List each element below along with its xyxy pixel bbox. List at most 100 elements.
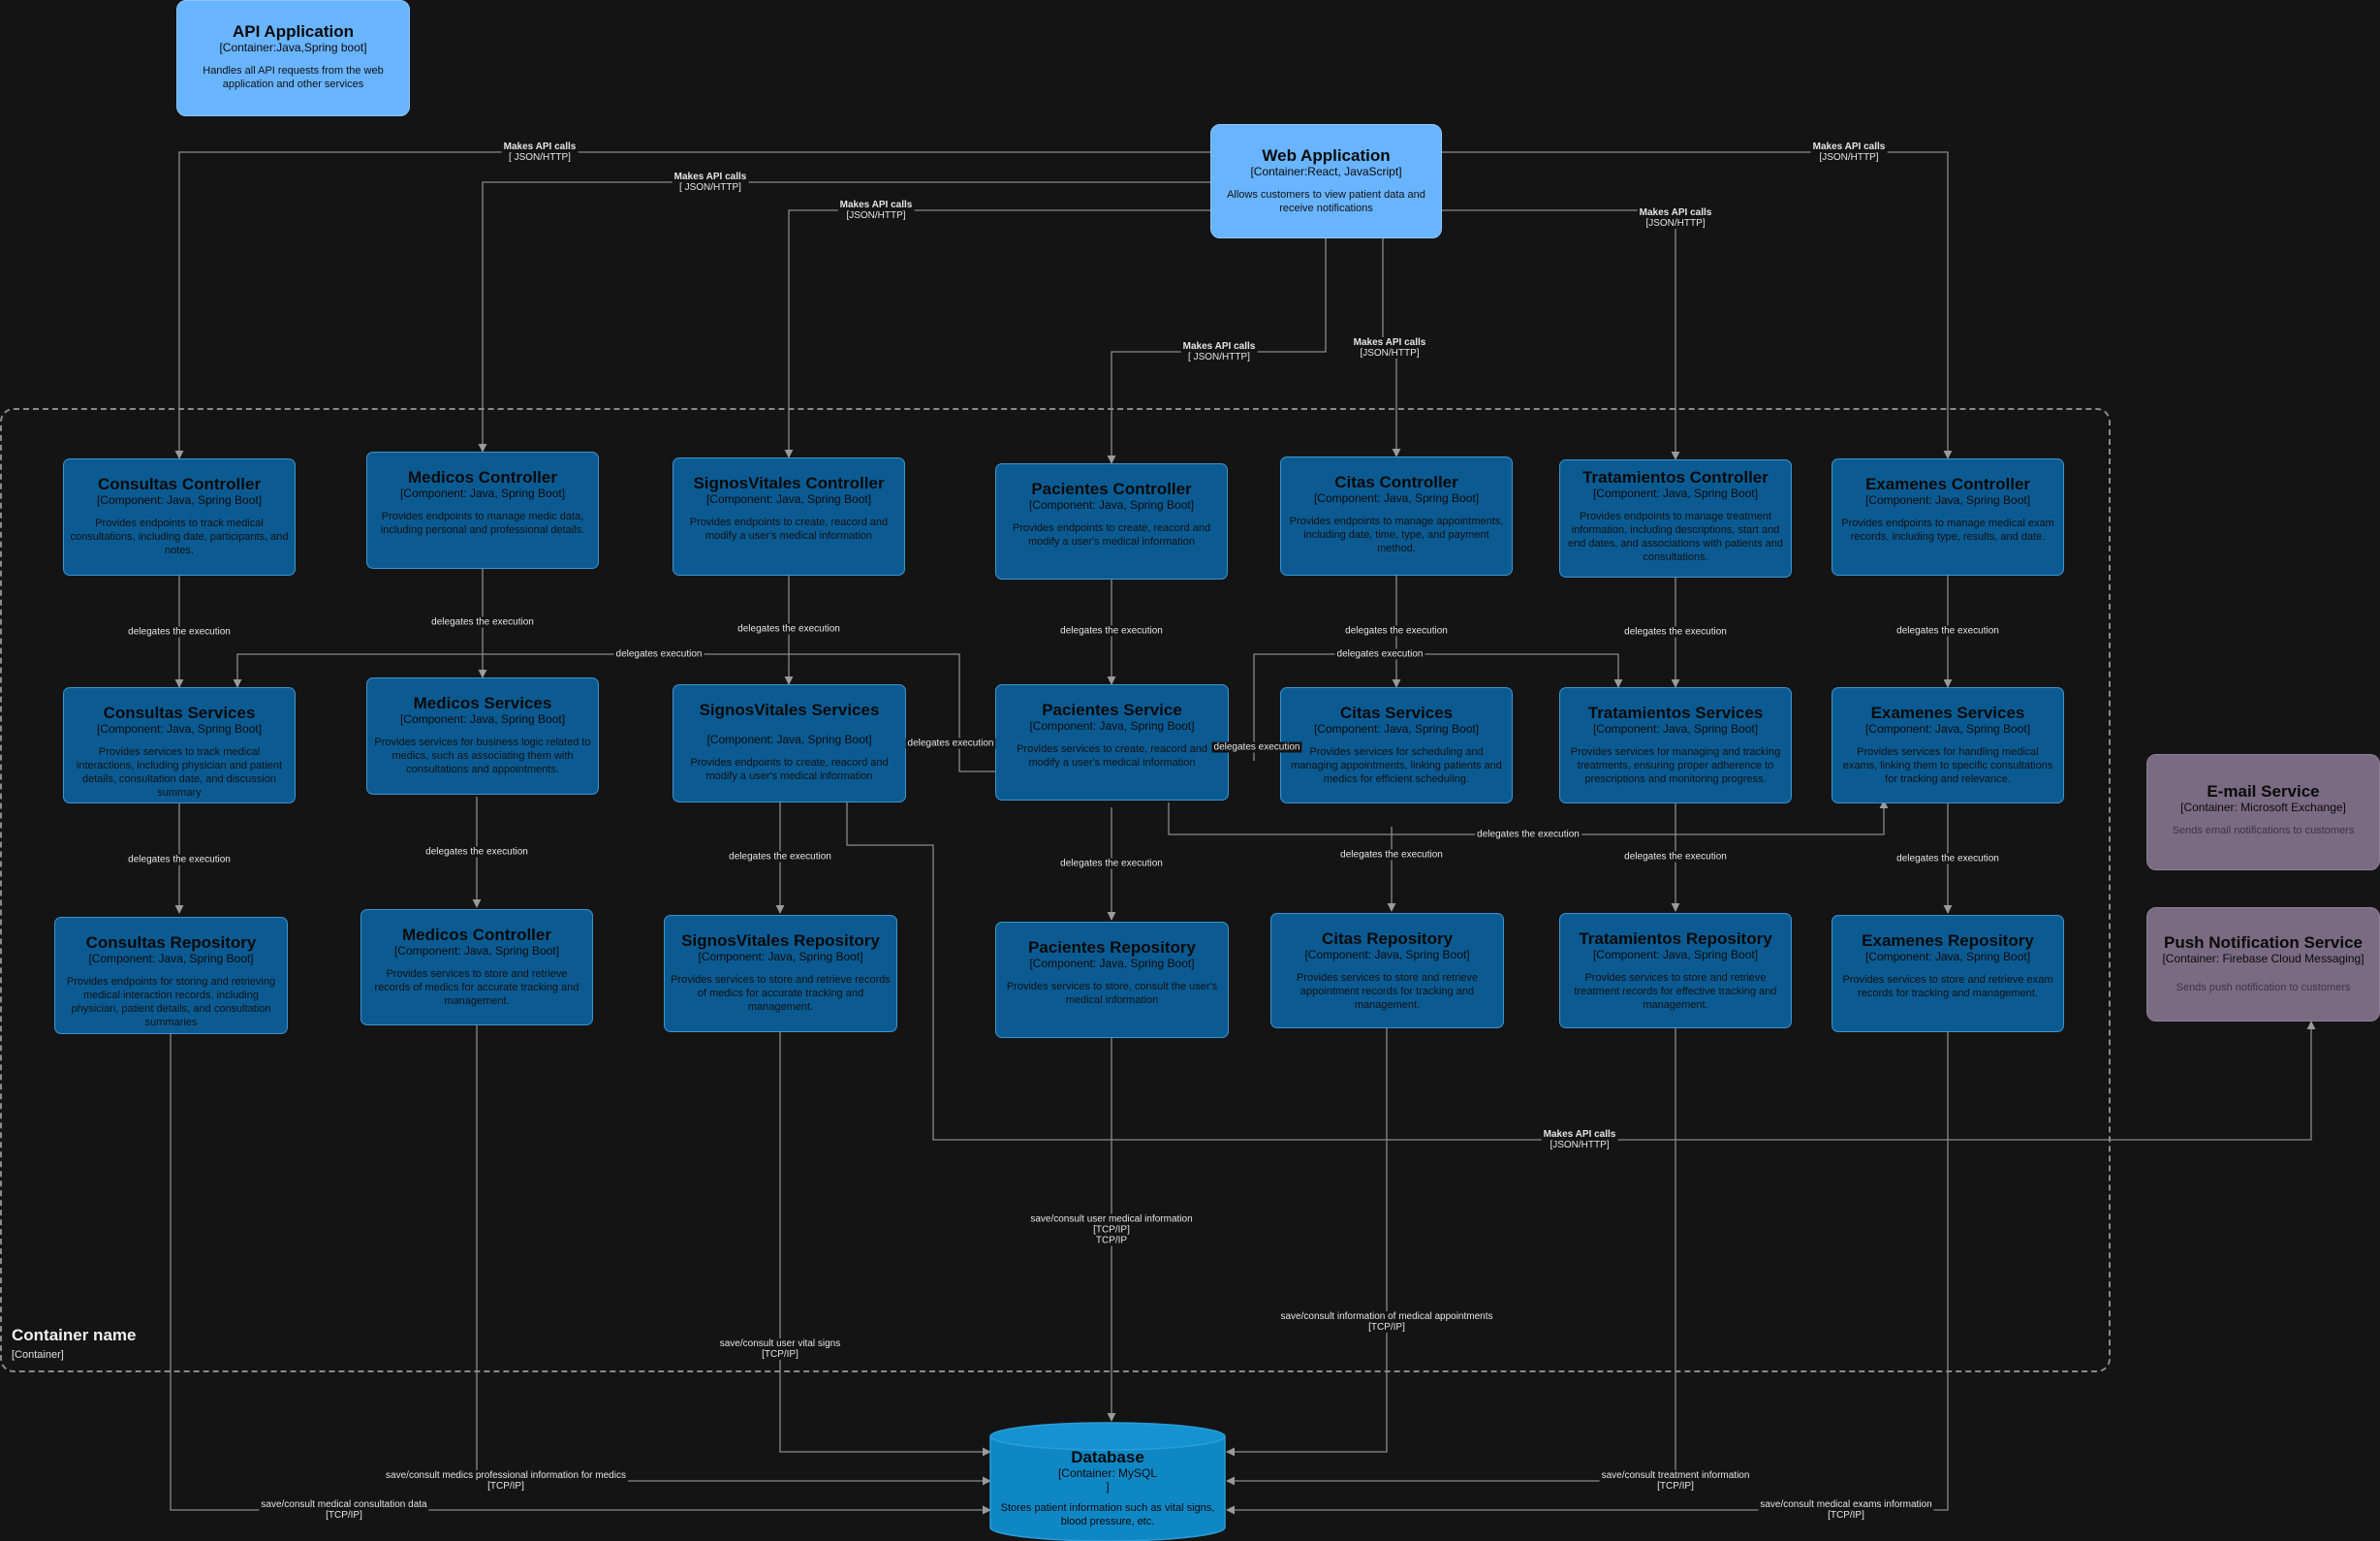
medicos-controller-node[interactable]: Medicos Controller [Component: Java, Spr… bbox=[366, 452, 599, 569]
node-desc: Provides endpoints to track medical cons… bbox=[70, 518, 289, 556]
pacientes-controller-node[interactable]: Pacientes Controller [Component: Java, S… bbox=[995, 463, 1228, 580]
tratamientos-controller-node[interactable]: Tratamientos Controller [Component: Java… bbox=[1559, 459, 1792, 578]
edge-label: delegates the execution bbox=[1895, 625, 2001, 637]
node-tech: [Component: Java, Spring Boot] bbox=[698, 950, 863, 963]
node-desc: Provides endpoints to create, reacord an… bbox=[1012, 522, 1211, 548]
node-title: E-mail Service bbox=[2207, 782, 2320, 801]
citas-services-node[interactable]: Citas Services [Component: Java, Spring … bbox=[1280, 687, 1513, 803]
node-tech-close: ] bbox=[1106, 1480, 1110, 1494]
node-tech: [Component: Java, Spring Boot] bbox=[1313, 491, 1480, 505]
node-tech: [Component: Java, Spring Boot] bbox=[399, 712, 566, 726]
edge-label: save/consult information of medical appo… bbox=[1278, 1311, 1495, 1333]
consultas-repository-node[interactable]: Consultas Repository [Component: Java, S… bbox=[54, 917, 288, 1034]
examenes-controller-node[interactable]: Examenes Controller [Component: Java, Sp… bbox=[1832, 458, 2064, 576]
node-tech: [Component: Java, Spring Boot] bbox=[1028, 498, 1195, 512]
boundary-type: [Container] bbox=[12, 1349, 64, 1361]
edge-label: delegates the execution bbox=[736, 623, 842, 635]
boundary-name: Container name bbox=[12, 1326, 137, 1344]
node-desc: Provides services for scheduling and man… bbox=[1291, 746, 1502, 785]
push-notification-service-node[interactable]: Push Notification Service [Container: Fi… bbox=[2146, 907, 2380, 1022]
node-tech: [Container:Java,Spring boot] bbox=[219, 41, 367, 54]
edge-label: save/consult treatment information[TCP/I… bbox=[1599, 1470, 1752, 1492]
node-title: Citas Services bbox=[1339, 704, 1454, 722]
edge-label: delegates execution bbox=[1334, 648, 1425, 660]
node-desc: Handles all API requests from the web ap… bbox=[203, 65, 384, 90]
examenes-repository-node[interactable]: Examenes Repository [Component: Java, Sp… bbox=[1832, 915, 2064, 1032]
edge-label: Makes API calls[ JSON/HTTP] bbox=[672, 172, 749, 193]
node-desc: Provides services to store and retrieve … bbox=[671, 974, 891, 1013]
node-title: Database bbox=[1071, 1448, 1144, 1466]
node-title: Medicos Services bbox=[413, 694, 552, 712]
tratamientos-repository-node[interactable]: Tratamientos Repository [Component: Java… bbox=[1559, 913, 1792, 1028]
node-desc: Provides services to store and retrieve … bbox=[374, 968, 579, 1007]
consultas-controller-node[interactable]: Consultas Controller [Component: Java, S… bbox=[63, 458, 296, 576]
node-tech: [Container:React, JavaScript] bbox=[1250, 165, 1402, 178]
node-title: Pacientes Repository bbox=[1028, 938, 1196, 957]
node-tech: [Component: Java, Spring Boot] bbox=[705, 492, 872, 506]
node-title: Tratamientos Services bbox=[1587, 704, 1764, 722]
node-title: Consultas Repository bbox=[85, 933, 257, 952]
node-tech: [Component: Java, Spring Boot] bbox=[1864, 722, 2031, 736]
node-title: Pacientes Service bbox=[1042, 701, 1182, 719]
node-desc: Provides services to store and retrieve … bbox=[1574, 972, 1777, 1011]
node-tech: [Component: Java, Spring Boot] bbox=[1592, 722, 1759, 736]
edge-label: save/consult medical exams information[T… bbox=[1758, 1499, 1934, 1521]
edge-label: delegates the execution bbox=[1622, 626, 1729, 638]
node-title: Web Application bbox=[1262, 146, 1391, 165]
node-title: Consultas Controller bbox=[97, 475, 262, 493]
node-title: Consultas Services bbox=[103, 704, 256, 722]
node-title: SignosVitales Controller bbox=[693, 474, 885, 492]
tratamientos-services-node[interactable]: Tratamientos Services [Component: Java, … bbox=[1559, 687, 1792, 803]
edge-label: save/consult user medical information[TC… bbox=[1028, 1213, 1195, 1246]
node-desc: Provides endpoints to manage appointment… bbox=[1289, 516, 1504, 554]
edge-label: delegates the execution bbox=[727, 851, 833, 863]
signosvitales-repository-node[interactable]: SignosVitales Repository [Component: Jav… bbox=[664, 915, 897, 1032]
node-title: Examenes Controller bbox=[1864, 475, 2031, 493]
node-tech: [Component: Java, Spring Boot] bbox=[1592, 948, 1759, 961]
node-title: API Application bbox=[233, 22, 354, 41]
node-title: Examenes Repository bbox=[1862, 931, 2034, 950]
node-tech: [Component: Java, Spring Boot] bbox=[88, 952, 254, 965]
node-tech: [Container: MySQL bbox=[1057, 1466, 1158, 1480]
node-desc: Provides services for business logic rel… bbox=[374, 737, 591, 775]
consultas-services-node[interactable]: Consultas Services [Component: Java, Spr… bbox=[63, 687, 296, 803]
node-desc: Provides endpoints to manage treatment i… bbox=[1568, 511, 1783, 563]
database-node[interactable]: Database [Container: MySQL ] Stores pati… bbox=[990, 1423, 1225, 1541]
citas-repository-node[interactable]: Citas Repository [Component: Java, Sprin… bbox=[1270, 913, 1504, 1028]
edge-label: Makes API calls[JSON/HTTP] bbox=[1541, 1129, 1618, 1150]
node-desc: Provides endpoints for storing and retri… bbox=[66, 976, 276, 1028]
signosvitales-controller-node[interactable]: SignosVitales Controller [Component: Jav… bbox=[673, 457, 905, 576]
medicos-repository-node[interactable]: Medicos Controller [Component: Java, Spr… bbox=[360, 909, 593, 1025]
citas-controller-node[interactable]: Citas Controller [Component: Java, Sprin… bbox=[1280, 456, 1513, 576]
edge-label: Makes API calls[JSON/HTTP] bbox=[837, 200, 915, 221]
node-tech: [Component: Java, Spring Boot] bbox=[1029, 957, 1195, 970]
medicos-services-node[interactable]: Medicos Services [Component: Java, Sprin… bbox=[366, 677, 599, 795]
node-title: SignosVitales Services bbox=[699, 701, 880, 719]
node-desc: Provides services to create, reacord and… bbox=[1017, 743, 1207, 769]
examenes-services-node[interactable]: Examenes Services [Component: Java, Spri… bbox=[1832, 687, 2064, 803]
edge-label: delegates the execution bbox=[1343, 625, 1450, 637]
edge-label: save/consult medics professional informa… bbox=[384, 1470, 628, 1492]
node-tech: [Component: Java, Spring Boot] bbox=[393, 944, 560, 958]
api-application-node[interactable]: API Application [Container:Java,Spring b… bbox=[176, 0, 410, 116]
edge-label: Makes API calls[ JSON/HTTP] bbox=[1180, 341, 1258, 362]
node-desc: Allows customers to view patient data an… bbox=[1227, 189, 1425, 214]
pacientes-repository-node[interactable]: Pacientes Repository [Component: Java, S… bbox=[995, 922, 1229, 1038]
edge-label: delegates the execution bbox=[1058, 858, 1165, 869]
edge-label: delegates the execution bbox=[1622, 851, 1729, 863]
node-desc: Provides endpoints to create, reacord an… bbox=[690, 757, 889, 782]
web-application-node[interactable]: Web Application [Container:React, JavaSc… bbox=[1210, 124, 1442, 238]
email-service-node[interactable]: E-mail Service [Container: Microsoft Exc… bbox=[2146, 754, 2380, 870]
edge-label: delegates the execution bbox=[429, 616, 536, 628]
node-tech: [Component: Java, Spring Boot] bbox=[1313, 722, 1480, 736]
node-tech: [Container: Microsoft Exchange] bbox=[2180, 801, 2346, 814]
edge-label: Makes API calls[ JSON/HTTP] bbox=[501, 142, 579, 163]
node-tech: [Component: Java, Spring Boot] bbox=[1592, 487, 1759, 500]
node-tech: [Component: Java, Spring Boot] bbox=[1029, 719, 1195, 733]
edge-label: Makes API calls[JSON/HTTP] bbox=[1810, 142, 1888, 163]
node-desc: Provides services for managing and track… bbox=[1570, 746, 1781, 785]
signosvitales-services-node[interactable]: SignosVitales Services [Component: Java,… bbox=[673, 684, 906, 802]
node-desc: Provides endpoints to create, reacord an… bbox=[689, 517, 889, 542]
pacientes-service-node[interactable]: Pacientes Service [Component: Java, Spri… bbox=[995, 684, 1229, 801]
node-desc: Provides services to store, consult the … bbox=[1006, 981, 1218, 1006]
